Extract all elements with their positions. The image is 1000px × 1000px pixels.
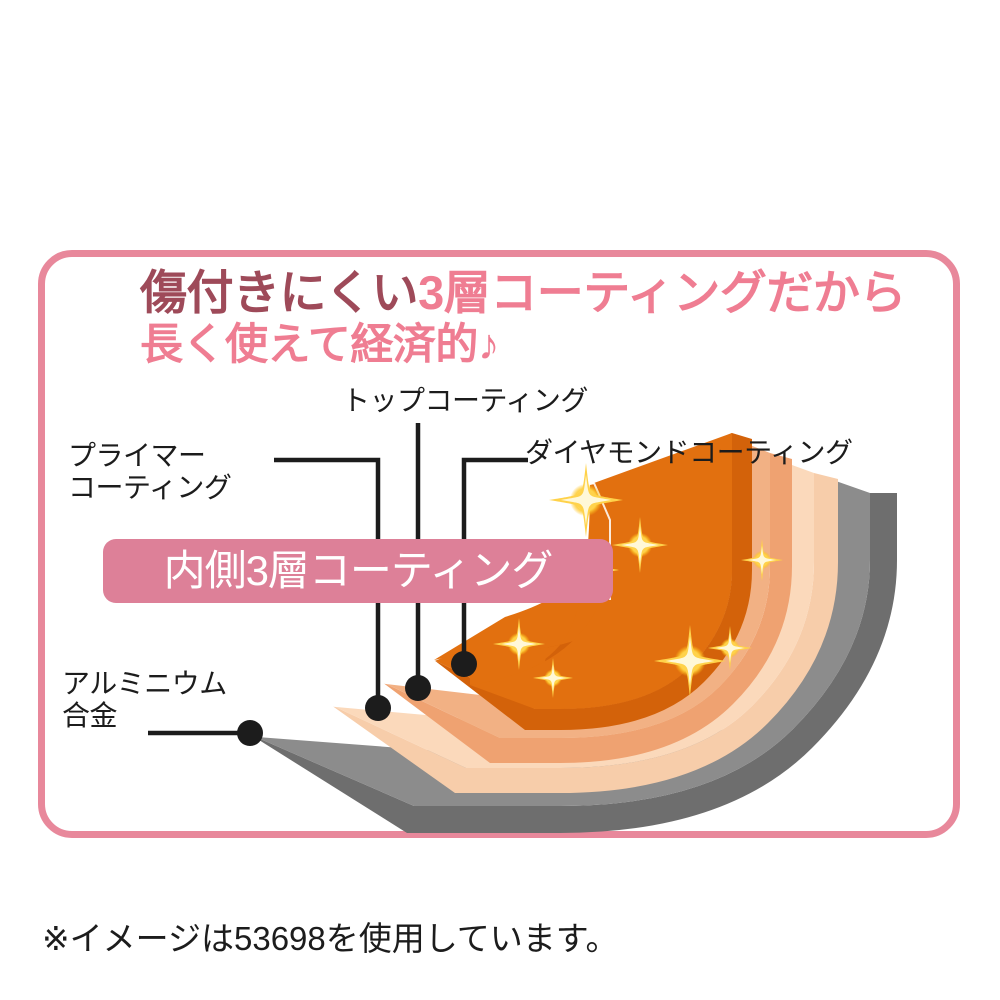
- leader-dot-primer: [365, 695, 391, 721]
- leader-line-primer: [274, 457, 381, 703]
- headline-block: 傷付きにくい3層コーティングだから 長く使えて経済的♪: [140, 266, 940, 369]
- leader-dot-aluminum: [237, 720, 263, 746]
- headline-line-1: 傷付きにくい3層コーティングだから: [140, 266, 940, 319]
- label-primer-coating: プライマー コーティング: [68, 440, 232, 503]
- footnote-text: ※イメージは53698を使用しています。: [42, 920, 619, 957]
- headline-line-1-pink: 3層コーティングだから: [418, 266, 906, 319]
- leader-dot-top-coating: [405, 675, 431, 701]
- headline-line-1-dark: 傷付きにくい: [140, 266, 419, 319]
- pink-rounded-frame: [38, 250, 960, 838]
- inner-three-layer-banner-label: 内側3層コーティング: [163, 547, 554, 594]
- inner-three-layer-banner: 内側3層コーティング: [103, 539, 613, 603]
- label-aluminum-alloy: アルミニウム 合金: [62, 668, 227, 731]
- leader-dot-diamond-coating: [451, 651, 477, 677]
- headline-line-2: 長く使えて経済的♪: [140, 320, 499, 369]
- label-diamond-coating: ダイヤモンドコーティング: [525, 437, 853, 468]
- label-top-coating: トップコーティング: [342, 385, 588, 416]
